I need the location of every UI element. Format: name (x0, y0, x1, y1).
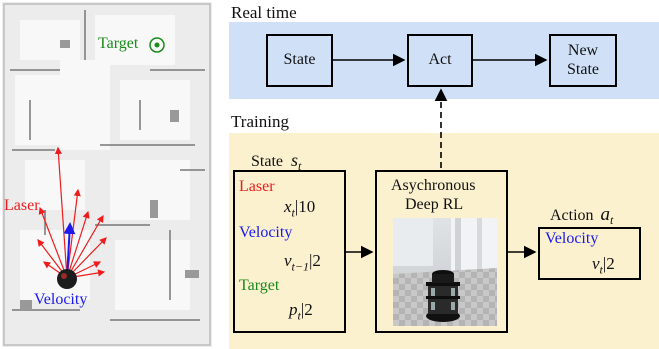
rl-line2: Deep RL (405, 196, 464, 213)
action-velocity-label: Velocity (545, 230, 599, 247)
target-dim: |2 (300, 300, 313, 319)
action-symbol-sub: t (610, 213, 614, 228)
state-symbol: s (291, 150, 299, 170)
map-obstacles (20, 40, 199, 310)
action-box (538, 227, 641, 280)
state-symbol-sub: t (298, 159, 302, 174)
training-state-title-text: State (251, 153, 283, 170)
laser-ray (66, 210, 90, 279)
target-label: Target (98, 35, 139, 52)
target-var: p (289, 300, 298, 319)
velocity-var-sub: t−1 (291, 259, 309, 274)
robot-simulation-image (393, 218, 497, 326)
velocity-label: Velocity (34, 291, 88, 308)
state-target-label: Target (239, 277, 280, 294)
target-var-sub: t (297, 308, 301, 323)
state-velocity-label: Velocity (239, 224, 293, 241)
new-state-line2: State (567, 60, 599, 78)
realtime-act-box: Act (407, 34, 473, 87)
velocity-arrow (63, 222, 76, 279)
laser-ray (66, 214, 104, 279)
state-laser-var: xt|10 (284, 198, 315, 218)
velocity-dim: |2 (308, 251, 321, 270)
occupancy-map (0, 0, 214, 349)
target-marker (149, 37, 165, 53)
realtime-act-label: Act (428, 51, 452, 69)
velocity-var: v (284, 251, 292, 270)
training-state-title: State st (251, 151, 301, 172)
action-dim: |2 (602, 254, 615, 273)
action-symbol: a (600, 204, 611, 225)
realtime-new-state-box: New State (549, 34, 617, 87)
laser-ray (54, 146, 68, 279)
action-var-symbol: v (592, 254, 600, 273)
action-var-sub: t (599, 262, 603, 277)
laser-var: x (284, 197, 292, 216)
action-title: Action at (550, 205, 613, 226)
action-var: vt|2 (592, 255, 615, 275)
robot-icon (57, 269, 77, 289)
realtime-state-box: State (266, 34, 333, 87)
laser-ray (38, 206, 68, 279)
state-laser-label: Laser (239, 178, 275, 195)
state-target-var: pt|2 (289, 301, 313, 321)
new-state-line1: New (567, 42, 599, 60)
deep-rl-box (375, 170, 508, 333)
laser-label: Laser (4, 197, 40, 214)
map-panel: Target Laser Velocity (0, 0, 214, 349)
laser-ray (66, 237, 107, 279)
realtime-state-label: State (283, 51, 316, 69)
laser-dim: |10 (294, 197, 316, 216)
rl-line1: Asychronous (391, 177, 476, 194)
laser-var-sub: t (291, 205, 295, 220)
training-state-box (233, 170, 346, 333)
action-title-text: Action (550, 207, 594, 224)
training-title: Training (231, 112, 289, 131)
state-velocity-var: vt−1|2 (284, 252, 321, 272)
realtime-title: Real time (231, 3, 297, 22)
